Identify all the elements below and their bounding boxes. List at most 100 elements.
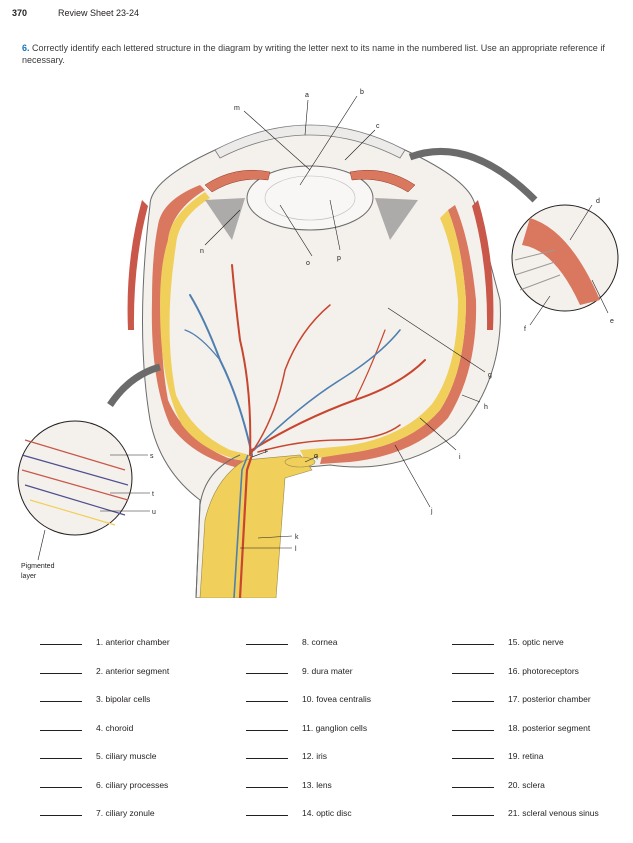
retinal-vessels [184, 264, 426, 456]
answer-blank[interactable] [246, 673, 288, 674]
question-text: Correctly identify each lettered structu… [22, 43, 605, 65]
answer-blank[interactable] [40, 787, 82, 788]
answer-row: 1. anterior chamber 8. cornea 15. optic … [0, 634, 633, 648]
cornea [214, 124, 406, 159]
answer-blank[interactable] [246, 758, 288, 759]
pigmented-layer-label-line1: Pigmented [21, 563, 55, 570]
question-number: 6. [22, 43, 30, 53]
letter-b: b [360, 89, 364, 96]
answer-label: 1. anterior chamber [96, 637, 170, 647]
letter-c: c [376, 123, 380, 130]
answer-row: 3. bipolar cells 10. fovea centralis 17.… [0, 691, 633, 705]
letter-n: n [200, 248, 204, 255]
letter-h: h [484, 404, 488, 411]
answer-label: 19. retina [508, 751, 544, 761]
letter-t: t [152, 491, 154, 498]
answer-row: 2. anterior segment 9. dura mater 16. ph… [0, 663, 633, 677]
answer-row: 7. ciliary zonule 14. optic disc 21. scl… [0, 805, 633, 819]
answer-blank[interactable] [40, 644, 82, 645]
answer-label: 6. ciliary processes [96, 780, 169, 790]
iris-left [204, 169, 271, 193]
answer-label: 21. scleral venous sinus [508, 808, 599, 818]
answer-label: 5. ciliary muscle [96, 751, 157, 761]
leader-lines [100, 95, 609, 549]
letter-f: f [524, 326, 526, 333]
inset-right-tissue [522, 218, 600, 305]
answer-label: 12. iris [302, 751, 328, 761]
answer-blank[interactable] [246, 730, 288, 731]
letter-e: e [610, 318, 614, 325]
letter-o: o [306, 260, 310, 267]
letter-a: a [305, 92, 309, 99]
answer-blank[interactable] [452, 701, 494, 702]
answer-blank[interactable] [246, 787, 288, 788]
answer-blank[interactable] [452, 673, 494, 674]
answer-row: 5. ciliary muscle 12. iris 19. retina [0, 748, 633, 762]
answer-blank[interactable] [40, 758, 82, 759]
letter-m: m [234, 105, 240, 112]
eye-diagram: a b c d e f g h i j k l m n o p q r s t … [17, 89, 619, 598]
answer-blank[interactable] [452, 815, 494, 816]
answer-label: 3. bipolar cells [96, 694, 151, 704]
muscle-right [472, 200, 494, 330]
inset-right-fibers [514, 249, 561, 291]
letter-l: l [295, 546, 297, 553]
fovea [284, 456, 316, 468]
ciliary-zonule-left [205, 198, 245, 240]
answer-label: 18. posterior segment [508, 723, 591, 733]
answer-row: 6. ciliary processes 13. lens 20. sclera [0, 777, 633, 791]
letter-j: j [430, 508, 433, 515]
answer-blank[interactable] [452, 758, 494, 759]
answer-row: 4. choroid 11. ganglion cells 18. poster… [0, 720, 633, 734]
lens-inner [264, 175, 356, 221]
answer-blank[interactable] [246, 815, 288, 816]
ciliary-zonule-right [375, 198, 418, 240]
answer-blank[interactable] [452, 644, 494, 645]
answer-label: 10. fovea centralis [302, 694, 372, 704]
answer-label: 13. lens [302, 780, 332, 790]
letter-u: u [152, 509, 156, 516]
letter-r: r [265, 448, 268, 455]
central-artery [238, 454, 254, 598]
optic-nerve [199, 454, 313, 598]
answer-blank[interactable] [40, 701, 82, 702]
inset-circle-left [17, 420, 133, 536]
question-prompt: 6. Correctly identify each lettered stru… [22, 42, 622, 66]
letter-d: d [596, 198, 600, 205]
answer-label: 20. sclera [508, 780, 545, 790]
pigmented-leader [37, 529, 46, 561]
answer-blank[interactable] [452, 787, 494, 788]
letter-k: k [295, 534, 299, 541]
answer-blank[interactable] [40, 673, 82, 674]
letter-s: s [150, 453, 154, 460]
retina-layer-right [300, 210, 466, 460]
answer-blank[interactable] [246, 701, 288, 702]
letter-i: i [459, 454, 461, 461]
answer-list: 1. anterior chamber 8. cornea 15. optic … [0, 628, 633, 828]
inset-arrow-right [408, 147, 538, 203]
central-vein [233, 454, 249, 598]
answer-label: 7. ciliary zonule [96, 808, 155, 818]
inset-arrow-left [107, 363, 161, 407]
answer-label: 9. dura mater [302, 666, 353, 676]
dura-mater [195, 454, 241, 598]
answer-label: 15. optic nerve [508, 637, 564, 647]
muscle-left [127, 200, 148, 330]
choroid-layer-right [320, 205, 477, 464]
page-number: 370 [12, 8, 28, 18]
answer-blank[interactable] [246, 644, 288, 645]
letter-q: q [314, 453, 318, 460]
section-title: Review Sheet 23-24 [58, 8, 140, 18]
answer-label: 11. ganglion cells [302, 723, 368, 733]
answer-blank[interactable] [452, 730, 494, 731]
answer-label: 17. posterior chamber [508, 694, 591, 704]
letter-p: p [337, 255, 341, 262]
answer-label: 2. anterior segment [96, 666, 170, 676]
inset-left-cells [21, 439, 129, 526]
answer-blank[interactable] [40, 815, 82, 816]
answer-label: 16. photoreceptors [508, 666, 579, 676]
answer-blank[interactable] [40, 730, 82, 731]
answer-label: 14. optic disc [302, 808, 352, 818]
pigmented-layer-label-line2: layer [21, 573, 37, 580]
answer-label: 4. choroid [96, 723, 134, 733]
